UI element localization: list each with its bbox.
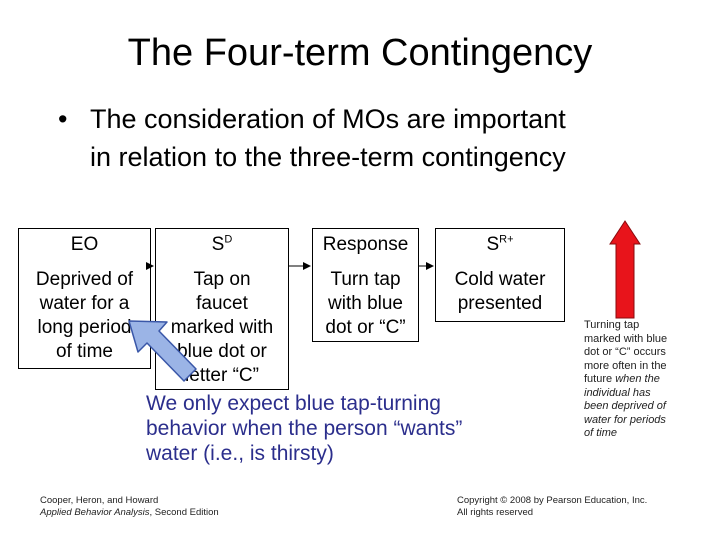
sd-line-2: faucet <box>196 293 248 314</box>
sd-heading-sup: D <box>224 233 233 246</box>
side-line-8: water for periods <box>584 413 666 426</box>
footer-copyright: Copyright © 2008 by Pearson Education, I… <box>457 495 648 506</box>
side-line-9: of time <box>584 427 618 439</box>
sr-heading: SR+ <box>436 234 564 256</box>
sr-heading-base: S <box>486 234 500 255</box>
sr-description: Cold water presented <box>436 268 564 316</box>
sd-description: Tap on faucet marked with blue dot or le… <box>156 268 288 388</box>
eo-line-3: long period <box>37 317 132 338</box>
side-line-6: individual has <box>584 386 651 399</box>
sd-heading: SD <box>156 234 288 256</box>
sr-line-1: Cold water <box>454 269 546 290</box>
sr-heading-sup: R+ <box>499 233 514 246</box>
sd-line-4: blue dot or <box>177 341 267 362</box>
side-line-4: more often in the <box>584 359 667 372</box>
up-arrow-icon <box>609 220 641 319</box>
bullet-text: The consideration of MOs are important i… <box>90 100 690 176</box>
sd-line-1: Tap on <box>193 269 251 290</box>
side-note: Turning tap marked with blue dot or “C” … <box>584 319 706 441</box>
side-line-5b: when the <box>615 373 660 385</box>
footer-rights: All rights reserved <box>457 507 534 518</box>
note-line-3: water (i.e., is thirsty) <box>146 442 334 465</box>
sr-line-2: presented <box>457 293 543 314</box>
sr-box: SR+ Cold water presented <box>435 228 565 322</box>
slide-title: The Four-term Contingency <box>127 32 593 74</box>
eo-line-2: water for a <box>39 293 130 314</box>
footer-right: Copyright © 2008 by Pearson Education, I… <box>457 495 647 519</box>
eo-line-1: Deprived of <box>35 269 134 290</box>
sd-heading-base: S <box>211 234 225 255</box>
response-line-1: Turn tap <box>330 269 401 290</box>
side-line-5: future when the <box>584 373 706 387</box>
sd-line-5: letter “C” <box>185 365 259 386</box>
sd-line-3: marked with <box>170 317 274 338</box>
side-line-3: dot or “C” occurs <box>584 346 666 358</box>
bullet-line-2: in relation to the three-term contingenc… <box>90 142 566 172</box>
bullet-dot: • <box>58 104 68 134</box>
footer-book: Applied Behavior Analysis, Second Editio… <box>40 507 219 519</box>
note-line-2: behavior when the person “wants” <box>146 417 463 440</box>
eo-description: Deprived of water for a long period of t… <box>19 268 150 364</box>
footer-left: Cooper, Heron, and Howard Applied Behavi… <box>40 495 219 519</box>
eo-box: EO Deprived of water for a long period o… <box>18 228 151 369</box>
response-line-3: dot or “C” <box>325 317 406 338</box>
footer-book-title: Applied Behavior Analysis <box>40 507 150 518</box>
response-line-2: with blue <box>328 293 403 314</box>
bullet-line-1: The consideration of MOs are important <box>90 104 566 134</box>
diagonal-arrow-icon <box>128 320 197 382</box>
side-line-5a: future <box>584 373 616 385</box>
footer-authors: Cooper, Heron, and Howard <box>40 495 159 506</box>
response-heading: Response <box>322 234 409 255</box>
side-line-1: Turning tap <box>584 319 640 331</box>
response-box: Response Turn tap with blue dot or “C” <box>312 228 419 342</box>
blue-note: We only expect blue tap-turning behavior… <box>146 391 546 466</box>
response-description: Turn tap with blue dot or “C” <box>313 268 418 340</box>
eo-line-4: of time <box>55 341 114 362</box>
footer-edition: , Second Edition <box>149 507 219 518</box>
note-line-1: We only expect blue tap-turning <box>146 392 441 415</box>
eo-heading: EO <box>70 234 99 255</box>
side-line-2: marked with blue <box>584 332 668 345</box>
side-line-7: been deprived of <box>584 400 666 412</box>
